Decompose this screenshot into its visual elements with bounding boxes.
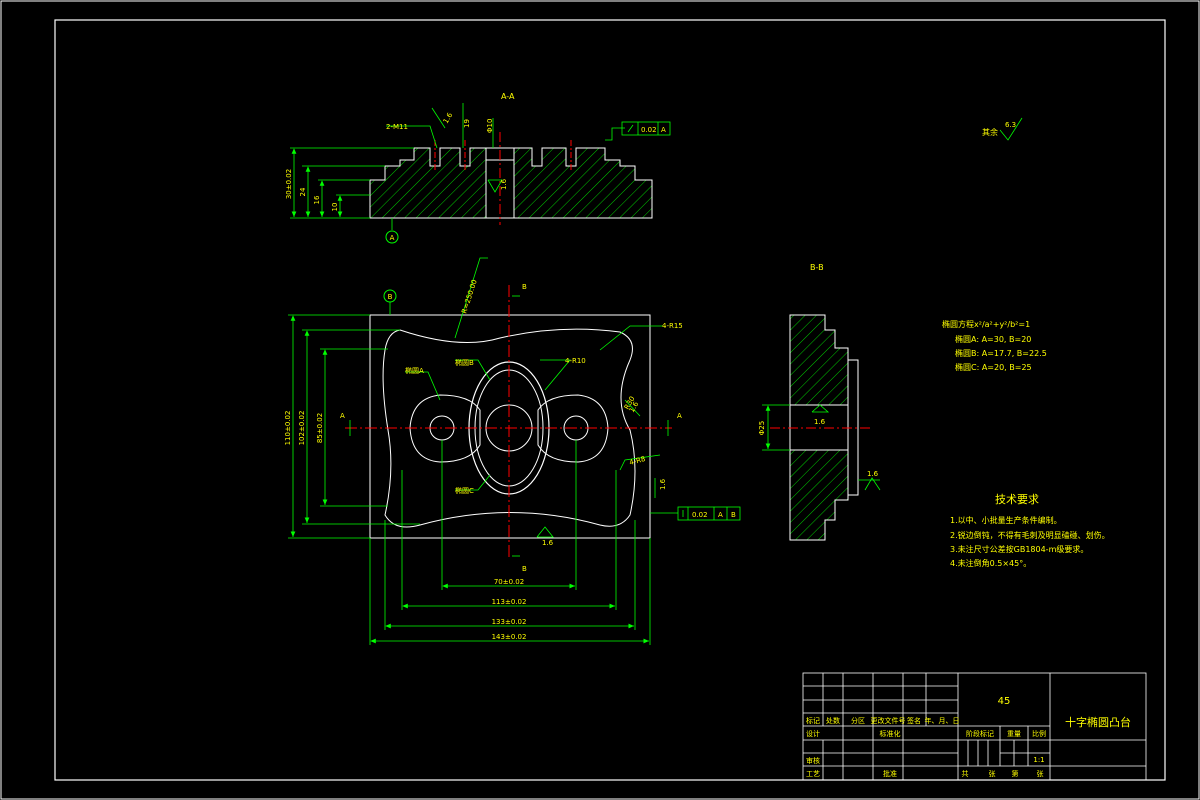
tb-scale-value: 1:1 [1033,756,1044,764]
section-aa-title: A-A [501,92,515,101]
ellipse-notes: 椭圆方程x²/a²+y²/b²=1 椭圆A: A=30, B=20 椭圆B: A… [942,319,1047,372]
plan-outer-rect [369,314,651,539]
tb-label-scale: 比例 [1032,729,1046,738]
datum-a-letter: A [390,234,395,242]
tech-req-item-2: 3.未注尺寸公差按GB1804-m级要求。 [950,544,1088,554]
section-aa-label-phi: Φ10 [486,119,494,133]
section-aa-roughness-1: 1.6 [442,111,455,125]
plan-label-r10: 4-R10 [565,357,586,365]
tb-material: 45 [998,696,1011,707]
plan-dim-h4: 143±0.02 [492,633,527,641]
plan-label-r15: 4-R15 [662,322,683,330]
section-aa-dim-h3: 16 [313,195,321,204]
roughness-other-label: 其余 [982,127,998,137]
tb-label-signature: 签名 [907,716,921,725]
ellipse-note-1: 椭圆A: A=30, B=20 [955,334,1031,344]
tech-req-item-1: 2.锐边倒钝，不得有毛刺及明显磕碰、划伤。 [950,530,1110,540]
section-bb-dim-phi: Φ25 [758,421,766,435]
tb-label-mark: 标记 [806,716,820,725]
section-bb-title: B-B [810,263,824,272]
plan-dim-v1: 110±0.02 [284,411,292,446]
plan-perp-datum-2: B [731,511,736,519]
tb-label-standardize: 标准化 [880,729,901,738]
tb-label-review: 审核 [806,756,820,765]
plan-label-ellipse-c: 椭圆C [455,486,474,495]
section-bb-view: B-B Φ25 1.6 1.6 [758,263,881,541]
tech-requirements: 技术要求 1.以中、小批量生产条件编制。 2.锐边倒钝，不得有毛刺及明显磕碰、划… [950,493,1110,568]
plan-ellipse-a-right [537,394,609,463]
plan-label-ellipse-b: 椭圆B [455,358,474,367]
section-aa-flatness-value: 0.02 [641,126,657,134]
tb-part-name: 十字椭圆凸台 [1065,715,1131,729]
plan-dim-h1: 70±0.02 [494,578,524,586]
plan-cross-boss [382,328,636,528]
plan-mark-a-left: A [340,412,345,420]
tb-label-process: 工艺 [806,770,820,778]
section-bb-upper [789,314,849,406]
roughness-other-value: 6.3 [1005,121,1016,129]
tb-label-approve: 批准 [883,769,897,778]
plan-label-ellipse-a: 椭圆A [405,366,424,375]
plan-view: B B A A B 110±0.02 102±0.02 85±0.02 [284,257,741,645]
plan-mark-b-top: B [522,283,527,291]
tb-label-date: 年、月、日 [925,716,960,725]
tb-label-zone: 分区 [851,716,865,725]
tb-label-sheets: 共 [962,769,969,778]
section-aa-roughness-2: 1.6 [500,178,508,190]
tb-label-zhang2: 张 [1037,769,1044,778]
plan-label-r250: R=250.00 [460,279,478,315]
section-bb-lower [789,449,849,541]
section-aa-flatness-datum: A [661,126,666,134]
tb-label-count: 处数 [826,716,840,725]
tb-label-change-doc: 更改文件号 [871,716,906,725]
roughness-other: 其余 6.3 [982,117,1023,141]
tb-label-zhang: 张 [989,769,996,778]
section-aa-dim-h1: 30±0.02 [285,169,293,199]
tb-label-stage-mark: 阶段标记 [966,729,994,738]
plan-label-r8: 4-R8 [628,455,646,467]
ellipse-note-0: 椭圆方程x²/a²+y²/b²=1 [942,319,1030,329]
plan-dim-v2: 102±0.02 [298,411,306,446]
plan-roughness-2: 1.6 [542,539,554,547]
tb-label-weight: 重量 [1007,730,1021,738]
plan-dim-h3: 133±0.02 [492,618,527,626]
section-aa-view: A-A 30±0.02 24 16 10 A [285,92,671,244]
section-bb-roughness-1: 1.6 [814,418,826,426]
ellipse-note-2: 椭圆B: A=17.7, B=22.5 [955,348,1047,358]
plan-roughness-1: 1.6 [659,478,667,490]
plan-mark-b-bottom: B [522,565,527,573]
tech-req-item-0: 1.以中、小批量生产条件编制。 [950,515,1062,525]
datum-b-letter: B [388,293,393,301]
title-block-text: 45 十字椭圆凸台 标记 处数 分区 更改文件号 签名 年、月、日 设计 标准化… [806,696,1131,778]
section-bb-boss [848,359,859,496]
plan-perp-value: 0.02 [692,511,708,519]
section-aa-label-2m: 2-M11 [386,123,408,131]
tb-label-sheet-no: 第 [1012,769,1019,778]
tb-label-design: 设计 [806,729,820,738]
datum-a-circle [385,230,399,244]
tech-req-title: 技术要求 [995,493,1039,506]
tech-req-item-3: 4.未注倒角0.5×45°。 [950,558,1031,568]
title-block [802,672,1147,781]
section-bb-roughness-2: 1.6 [867,470,879,478]
section-aa-dim-h2: 24 [299,187,307,196]
section-aa-outline [369,147,653,219]
section-aa-label-depth: 19 [463,119,471,128]
inner-frame [54,19,1166,781]
plan-dim-v3: 85±0.02 [316,413,324,443]
ellipse-note-3: 椭圆C: A=20, B=25 [955,362,1032,372]
plan-dim-h2: 113±0.02 [492,598,527,606]
plan-mark-a-right: A [677,412,682,420]
section-aa-dim-h4: 10 [331,203,339,212]
plan-perp-datum-1: A [718,511,723,519]
